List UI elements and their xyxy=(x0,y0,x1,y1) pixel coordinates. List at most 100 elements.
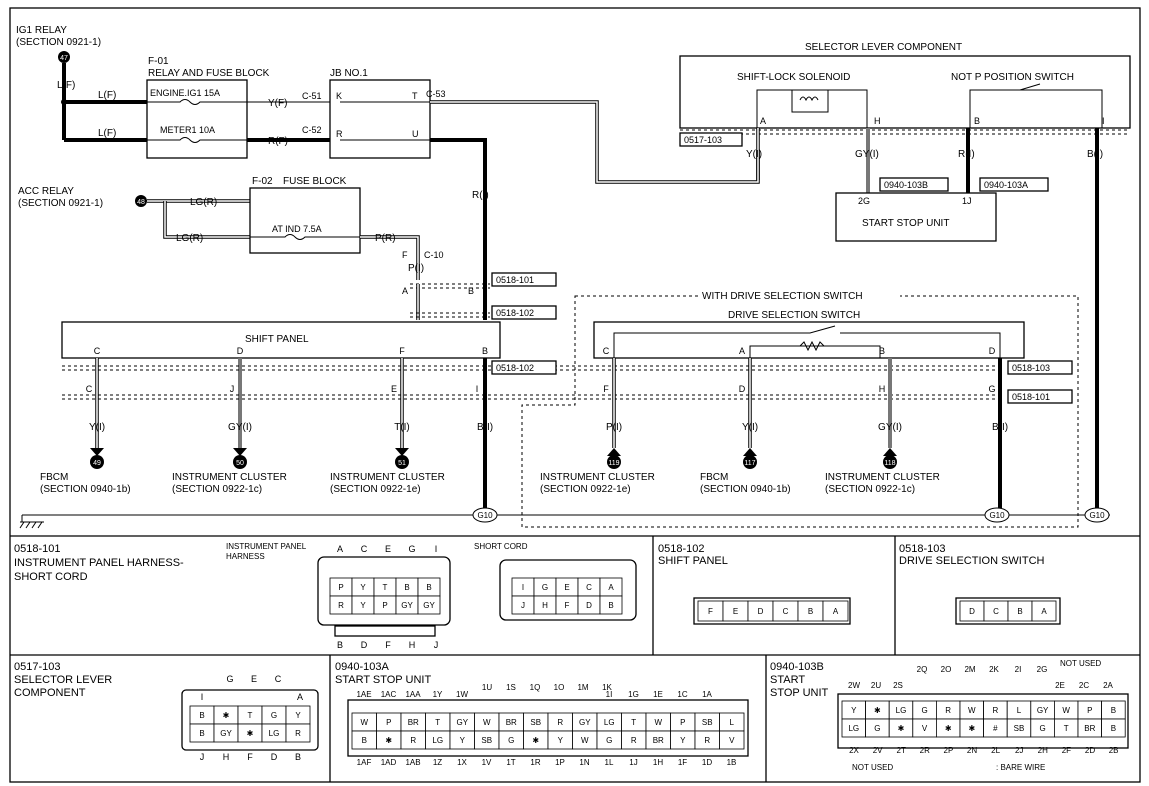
conn-101a: 0518-101 xyxy=(496,275,534,285)
drive-switch-pin: B xyxy=(879,346,885,356)
c101-harness-1: INSTRUMENT PANEL xyxy=(226,542,307,551)
drive-switch-pin: D xyxy=(989,346,996,356)
c940b-pin: # xyxy=(993,724,998,733)
acc-relay-ref: 48 xyxy=(137,199,145,206)
c940a-pin: R xyxy=(557,718,563,727)
c101-short-cell xyxy=(599,595,623,615)
shift-panel-lower-pin: J xyxy=(230,384,235,394)
c940a-bottom-label: 1J xyxy=(629,758,637,767)
ssu-name: START STOP UNIT xyxy=(862,218,949,229)
c517-side-r: A xyxy=(297,692,303,702)
c940a-pin: R xyxy=(410,736,416,745)
c940b-bottom-label: 2D xyxy=(1085,746,1095,755)
dest-section: (SECTION 0922-1c) xyxy=(825,484,915,495)
c102-cell xyxy=(822,600,849,622)
pin-a: A xyxy=(402,286,408,296)
c940a-pin: R xyxy=(704,736,710,745)
c517-pin: GY xyxy=(220,729,232,738)
c102-pin: F xyxy=(708,607,713,616)
shift-panel-wire: GY(I) xyxy=(228,422,252,433)
conn-label-102a xyxy=(491,305,557,320)
c940b-bottom-label: 2X xyxy=(849,746,859,755)
arrow-icon xyxy=(395,448,409,456)
dest-section: (SECTION 0940-1b) xyxy=(40,484,131,495)
c517-top-label: C xyxy=(275,674,282,684)
c940a-top-label: 1AC xyxy=(381,690,397,699)
dest-name: FBCM xyxy=(700,472,728,483)
c517-pin: G xyxy=(271,711,277,720)
f02-f: F xyxy=(402,250,408,260)
f02-id: F-02 xyxy=(252,176,273,187)
c940b-not-used-top: NOT USED xyxy=(1060,659,1101,668)
c940a-pin: G xyxy=(508,736,514,745)
conn-102a: 0518-102 xyxy=(496,308,534,318)
conn-label-101b xyxy=(1007,389,1073,404)
c940a-top-label: 1AE xyxy=(356,690,371,699)
c517-top-label: E xyxy=(251,674,257,684)
c940b-bare-wire: : BARE WIRE xyxy=(996,763,1045,772)
ground-icon xyxy=(19,521,44,529)
c940b-bottom-label: 2P xyxy=(944,746,954,755)
c940a-top-label: 1G xyxy=(628,690,639,699)
c940a-bottom-label: 1F xyxy=(678,758,687,767)
c517-cell xyxy=(285,723,311,743)
c517-pin: R xyxy=(295,729,301,738)
with-drive-label: WITH DRIVE SELECTION SWITCH xyxy=(702,291,863,302)
c940a-pin: GY xyxy=(456,718,468,727)
c103-pin: C xyxy=(993,607,999,616)
solenoid-box xyxy=(756,89,868,129)
c517-bottom-label: F xyxy=(247,752,253,762)
c940b-pin: BR xyxy=(1084,724,1095,733)
c940a-pin: LG xyxy=(604,718,615,727)
notp-box xyxy=(969,89,1103,129)
c101-top-label: G xyxy=(408,544,415,554)
acc-wire-2: LG(R) xyxy=(176,233,203,244)
c940a-pin: Y xyxy=(558,736,564,745)
c102-title: SHIFT PANEL xyxy=(658,555,728,567)
c940a-pin: SB xyxy=(702,718,713,727)
c940b-top-label: 2C xyxy=(1079,681,1089,690)
c940a-top-label: 1U xyxy=(482,683,492,692)
ground-ref: G10 xyxy=(477,511,493,520)
arrow-icon xyxy=(90,448,104,456)
c940a-top-label: 1A xyxy=(702,690,712,699)
sel-pin-h: H xyxy=(874,116,881,126)
c101-harness-pin: B xyxy=(426,583,431,592)
shift-panel-wire: T(I) xyxy=(394,422,410,433)
c940b-pin: G xyxy=(874,724,880,733)
sel-w3: R(I) xyxy=(958,149,975,160)
c940b-top-label: 2E xyxy=(1055,681,1065,690)
c101-short: SHORT CORD xyxy=(474,542,528,551)
jb-wire-1: Y(F) xyxy=(268,98,287,109)
c940a-bottom-label: 1V xyxy=(482,758,492,767)
acc-relay-ref-icon xyxy=(135,195,147,207)
shift-panel-box xyxy=(61,321,501,359)
f01-name: RELAY AND FUSE BLOCK xyxy=(148,68,270,79)
dest-ref: 118 xyxy=(884,460,895,467)
f01-fuse2: METER1 10A xyxy=(160,125,215,135)
jb-name: JB NO.1 xyxy=(330,68,368,79)
c940b-top-label: 2I xyxy=(1015,665,1022,674)
c101-short-pin: I xyxy=(522,583,524,592)
drive-switch-label: DRIVE SELECTION SWITCH xyxy=(728,310,860,321)
c940b-bottom-label: 2F xyxy=(1062,746,1071,755)
acc-wire-1: LG(R) xyxy=(190,197,217,208)
c517-title1: SELECTOR LEVER xyxy=(14,674,112,686)
c940b-bottom-label: 2B xyxy=(1109,746,1119,755)
c101-bottom-label: J xyxy=(434,640,439,650)
ssu-conn-a-box xyxy=(979,177,1049,192)
c102-pin: D xyxy=(758,607,764,616)
c101-short-pin: D xyxy=(586,601,592,610)
c101-code: 0518-101 xyxy=(14,543,61,555)
c101-harness-pin: Y xyxy=(360,601,366,610)
c940b-pin: ✱ xyxy=(874,706,881,715)
c940b-pin: V xyxy=(922,724,928,733)
c940a-pin: SB xyxy=(530,718,541,727)
c517-pin: B xyxy=(199,711,204,720)
sel-box xyxy=(679,55,1131,129)
c517-bottom-label: B xyxy=(295,752,301,762)
c940b-bottom-label: 2N xyxy=(967,746,977,755)
c940b-pin: SB xyxy=(1014,724,1025,733)
drive-switch-lower-pin: G xyxy=(988,384,995,394)
jb-u: U xyxy=(412,129,419,139)
